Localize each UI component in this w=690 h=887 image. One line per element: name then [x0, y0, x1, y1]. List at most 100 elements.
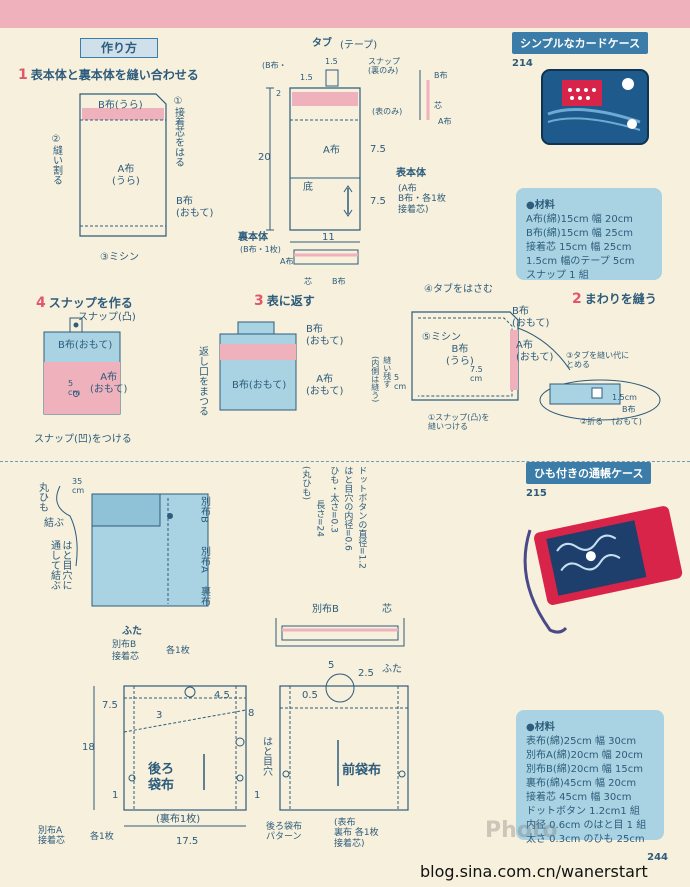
back-pocket-label: 後ろ 袋布 — [148, 762, 175, 793]
back-pattern-label: 後ろ袋布 パターン — [266, 822, 303, 843]
a-small-label: A布 — [280, 257, 294, 266]
dim-1-5b: 1.5 — [300, 73, 313, 82]
a-cloth-label: A布 — [438, 117, 452, 126]
step2-leave: 縫い残す — [382, 356, 392, 388]
step1-b-omote: B布 (おもて) — [176, 196, 214, 219]
step2-b-omote: B布 (おもて) — [512, 306, 550, 329]
step2-a-omote: A布 (おもて) — [516, 340, 554, 363]
note-button-diameter: ドットボタンの直径=1.2 — [356, 466, 367, 569]
surface-only-label: (表のみ) — [372, 107, 403, 116]
dim-35: 35 cm — [72, 477, 85, 495]
step1-sew: ②縫い割る — [50, 134, 62, 185]
back-body-sub: (B布・1枚) — [240, 245, 281, 254]
note-round-cord: (丸ひも) — [300, 466, 311, 501]
material-row: 接着芯 15cm 幅 25cm — [526, 242, 632, 253]
step-2-diagram — [411, 311, 661, 421]
bottom-label: 底 — [303, 182, 313, 193]
step2-tab-sew: ③タブを縫い代に とめる — [566, 351, 630, 369]
step4-snap-concave: スナップ(凹)をつける — [34, 434, 132, 445]
material-row: 別布A(綿)20cm 幅 20cm — [526, 750, 643, 761]
lid-dim-8: 8 — [248, 708, 255, 719]
project-215-title: ひも付きの通帳ケース — [526, 462, 652, 484]
dim-7-5b: 7.5 — [370, 196, 386, 207]
lining-one-label: (裏布1枚) — [156, 814, 201, 825]
lid-dim-1b: 1 — [254, 790, 261, 801]
step1-a-ura: A布 (うら) — [112, 164, 140, 187]
step2-sew5: ⑤ミシン — [422, 332, 461, 343]
lid-dim-18: 18 — [82, 742, 95, 753]
a-center-label: A布 — [323, 145, 340, 156]
step1-sew3: ③ミシン — [100, 252, 139, 263]
dim-1-5a: 1.5 — [325, 57, 338, 66]
lid-side-b: 別布B — [112, 640, 137, 650]
page-number: 244 — [647, 852, 668, 863]
materials-214: ●材料 A布(綿)15cm 幅 20cm B布(綿)15cm 幅 25cm 接着… — [516, 188, 662, 281]
front-dim-2-5: 2.5 — [358, 668, 374, 679]
top-core-label: 芯 — [382, 604, 392, 615]
source-url: blog.sina.com.cn/wanerstart — [420, 862, 648, 881]
side-a-each: 各1枚 — [90, 832, 114, 842]
step2-dim-7-5: 7.5 cm — [470, 365, 483, 383]
note-cord-length: 長さ=24 — [314, 500, 325, 537]
step4-dim-5: 5 cm — [68, 379, 81, 397]
material-row: 内径 0.6cm のはと目 1 組 — [526, 820, 647, 831]
step2-snap-sew: ①スナップ(凸)を 縫いつける — [428, 413, 490, 431]
side-a-label: 別布A — [198, 546, 210, 573]
step-4-diagram — [43, 317, 121, 415]
lid-dim-3: 3 — [156, 710, 163, 721]
b-small-label: B布 — [332, 277, 346, 286]
step3-b-omote: B布 (おもて) — [306, 324, 344, 347]
top-strip-diagram — [275, 618, 405, 647]
material-row: A布(綿)15cm 幅 20cm — [526, 214, 633, 225]
material-row: 裏布(綿)45cm 幅 20cm — [526, 778, 637, 789]
core2-label: 芯 — [304, 277, 312, 286]
lid-label: ふた — [122, 626, 142, 637]
step1-b-ura: B布(うら) — [98, 100, 143, 111]
b-count-label: (B布・ — [262, 61, 287, 70]
knot-label: 結ぶ — [44, 518, 64, 529]
material-row: 接着芯 45cm 幅 30cm — [526, 792, 632, 803]
step4-b-omote: B布(おもて) — [58, 340, 113, 351]
step2-b-small: B布 — [622, 405, 636, 414]
project-214-title: シンプルなカードケース — [512, 32, 649, 54]
front-pocket-pattern — [279, 673, 409, 811]
lid-dim-4-5: 4.5 — [214, 690, 230, 701]
lid-each: 各1枚 — [166, 646, 190, 656]
bankbook-case-photo — [523, 506, 683, 634]
tab-label: タブ — [312, 38, 332, 49]
front-body-items: (A布 B布・各1枚 接着芯) — [398, 184, 446, 215]
back-pocket-pattern — [93, 685, 247, 827]
lid-dim-1a: 1 — [112, 790, 119, 801]
top-band — [0, 0, 690, 28]
step2-dim-1-5: 1.5cm — [612, 393, 637, 402]
b-cloth-label: B布 — [434, 71, 448, 80]
step-1-diagram — [79, 93, 167, 237]
material-row: ドットボタン 1.2cm1 組 — [526, 806, 640, 817]
dim-11: 11 — [322, 232, 335, 243]
project-214-number: 214 — [512, 58, 533, 69]
back-body-label: 裏本体 — [238, 232, 268, 243]
watermark: Photo — [485, 818, 558, 843]
front-dim-5: 5 — [328, 660, 335, 671]
tape-label: (テープ) — [340, 40, 378, 51]
materials-215: ●材料 表布(綿)25cm 幅 30cm 別布A(綿)20cm 幅 20cm 別… — [516, 710, 664, 845]
main-body-diagram — [266, 69, 430, 265]
step2-fold: ②折る — [580, 417, 604, 426]
dim-7-5a: 7.5 — [370, 144, 386, 155]
eyelet-label: はと目穴 — [260, 736, 272, 776]
step2-omote: (おもて) — [612, 417, 642, 426]
material-row: 表布(綿)25cm 幅 30cm — [526, 736, 637, 747]
bankbook-case-illustration — [56, 485, 209, 607]
material-row: 別布B(綿)20cm 幅 15cm — [526, 764, 643, 775]
cord-label: 丸ひも — [36, 482, 48, 512]
step3-a-omote: A布 (おもて) — [306, 374, 344, 397]
lining-label: 裏布 — [198, 586, 210, 606]
material-row: スナップ 1 組 — [526, 270, 589, 281]
step2-b-ura: B布 (うら) — [446, 344, 474, 367]
side-a-interfacing: 別布A 接着芯 — [38, 826, 66, 847]
materials-215-head: ●材料 — [526, 722, 555, 733]
step3-b-omote2: B布(おもて) — [232, 380, 287, 391]
